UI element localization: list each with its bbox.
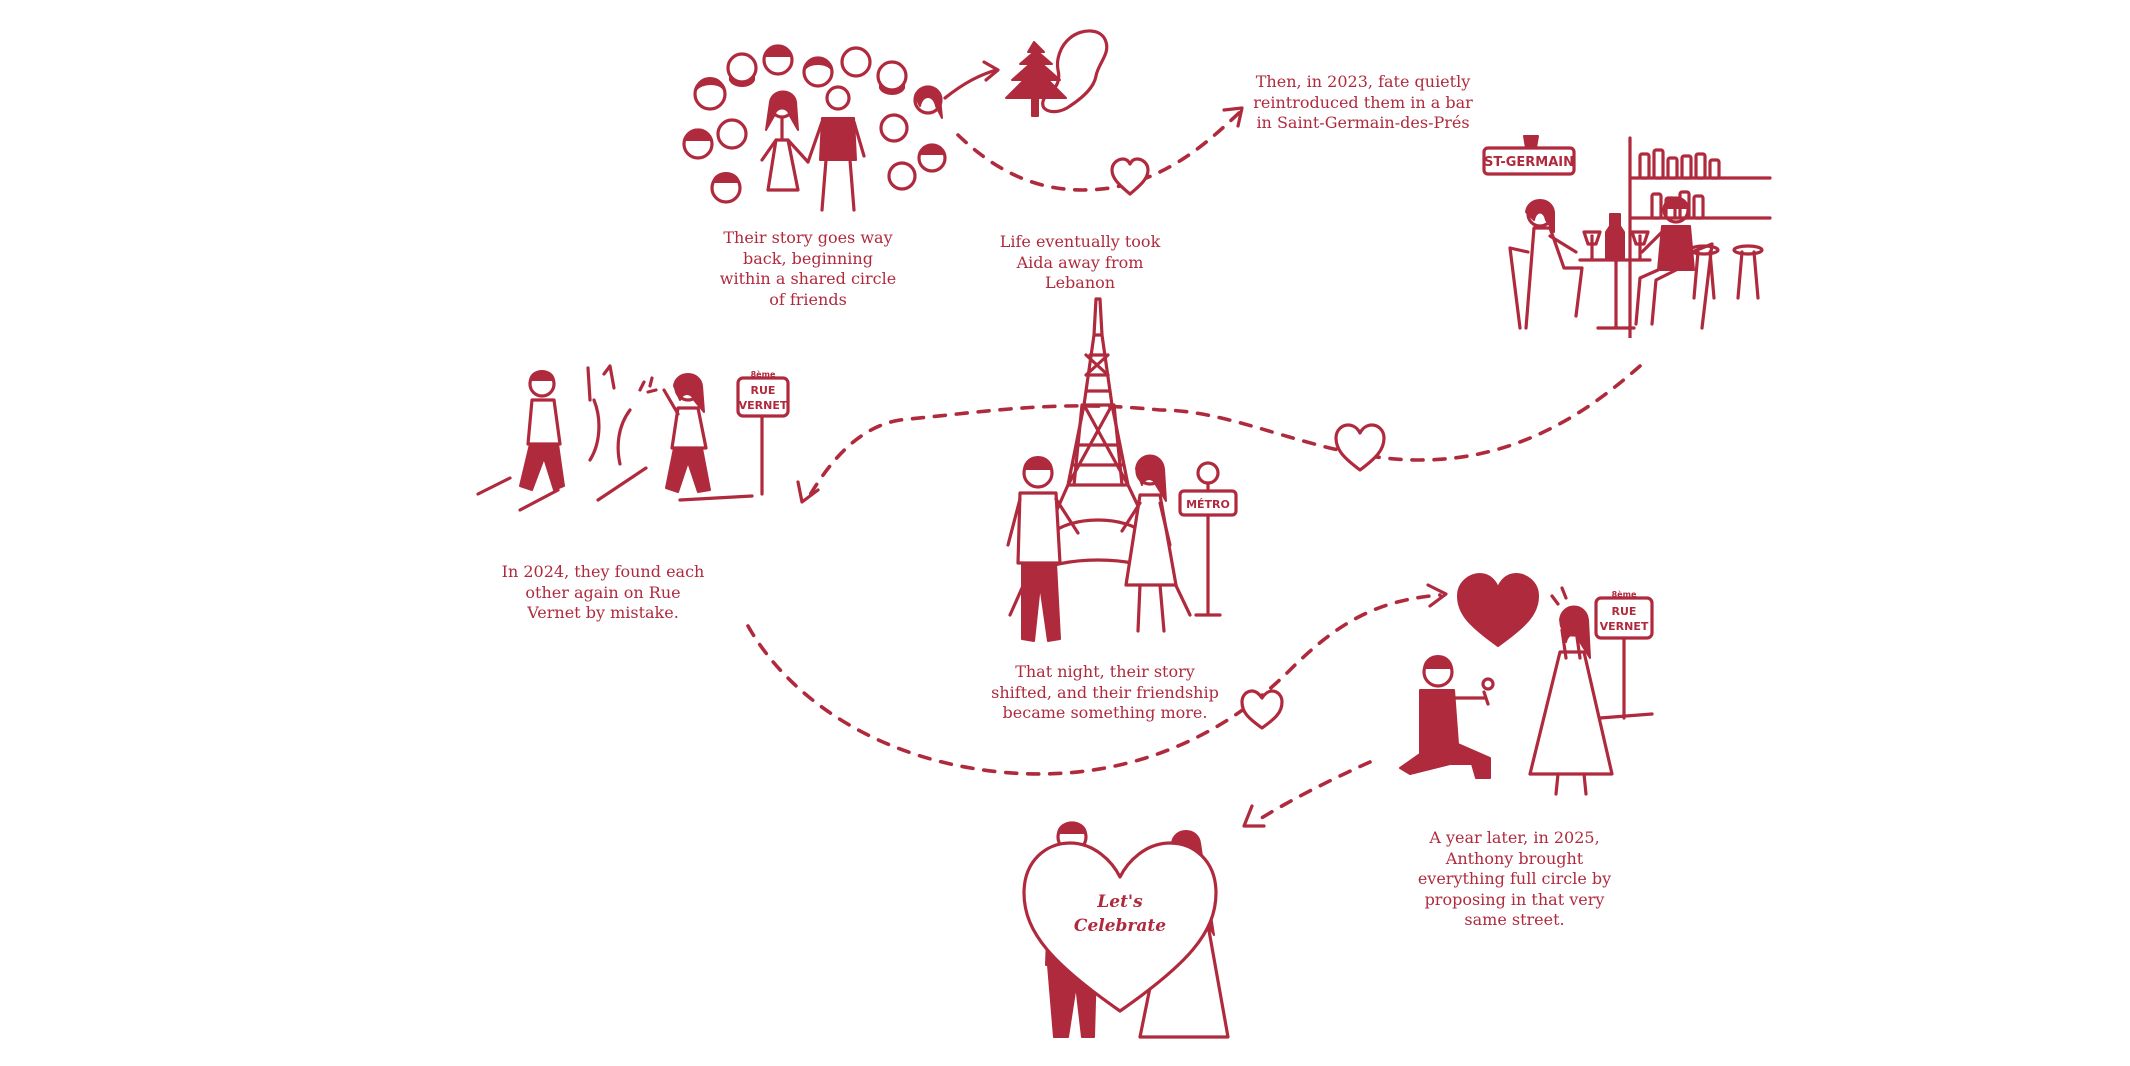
metro-sign-text: MÉTRO (1186, 498, 1230, 511)
lebanon-illustration (1005, 29, 1109, 117)
arrow-head-rue-vernet (796, 480, 820, 504)
lebanon-map-outline (1041, 29, 1109, 114)
st-germain-sign-text: ST-GERMAIN (1484, 155, 1574, 170)
friend-faces (682, 44, 947, 204)
caption-friends: Their story goes way back, beginning wit… (719, 228, 897, 309)
svg-text:RUE: RUE (751, 384, 776, 397)
path-rue-vernet-to-proposal (746, 593, 1442, 776)
eiffel-tower-icon (1008, 297, 1192, 617)
outline-heart-1 (1110, 157, 1150, 196)
bottle-shelf (1628, 136, 1772, 338)
svg-text:VERNET: VERNET (1600, 620, 1649, 633)
arrow-friends-to-lebanon (943, 68, 998, 100)
bar-stools (1688, 244, 1764, 300)
outline-heart-2 (1334, 423, 1386, 472)
arrow-head-proposal (1426, 583, 1448, 608)
couple-at-eiffel (1006, 454, 1178, 642)
couple-at-table (1508, 196, 1714, 330)
arrow-head-celebration (1242, 804, 1266, 828)
svg-text:VERNET: VERNET (739, 399, 788, 412)
caption-bar: Then, in 2023, fate quietly reintroduced… (1253, 72, 1473, 132)
ring-icon (1481, 677, 1495, 691)
svg-text:RUE: RUE (1612, 605, 1637, 618)
svg-text:8ème: 8ème (1612, 589, 1637, 599)
caption-rue-vernet: In 2024, they found each other again on … (501, 562, 705, 622)
central-couple (760, 85, 866, 212)
svg-text:8ème: 8ème (751, 369, 776, 379)
caption-proposal: A year later, in 2025, Anthony brought e… (1417, 828, 1612, 929)
bar-illustration: ST-GERMAIN (1482, 135, 1772, 338)
path-bar-to-rue-vernet (808, 364, 1642, 497)
proposal-illustration: 8ème RUE VERNET (1399, 573, 1654, 796)
arrow-head-lebanon (982, 60, 1000, 82)
celebrate-text-line1: Let's (1096, 892, 1143, 912)
metro-sign-icon: MÉTRO (1178, 461, 1238, 617)
celebrate-heart (1022, 841, 1218, 1013)
arrow-head-bar (1222, 106, 1244, 128)
caption-lebanon: Life eventually took Aida away from Leba… (999, 232, 1161, 292)
caption-eiffel: That night, their story shifted, and the… (991, 662, 1219, 722)
eiffel-tower-illustration: MÉTRO (1006, 297, 1238, 642)
celebration-illustration: Let's Celebrate (1022, 821, 1230, 1039)
outline-heart-3 (1240, 689, 1284, 730)
rue-vernet-illustration: 8ème RUE VERNET (476, 364, 790, 512)
big-heart-icon (1457, 573, 1539, 647)
friends-circle-illustration (682, 44, 947, 212)
celebrate-text-line2: Celebrate (1074, 916, 1166, 936)
path-proposal-to-celebration (1253, 760, 1372, 824)
